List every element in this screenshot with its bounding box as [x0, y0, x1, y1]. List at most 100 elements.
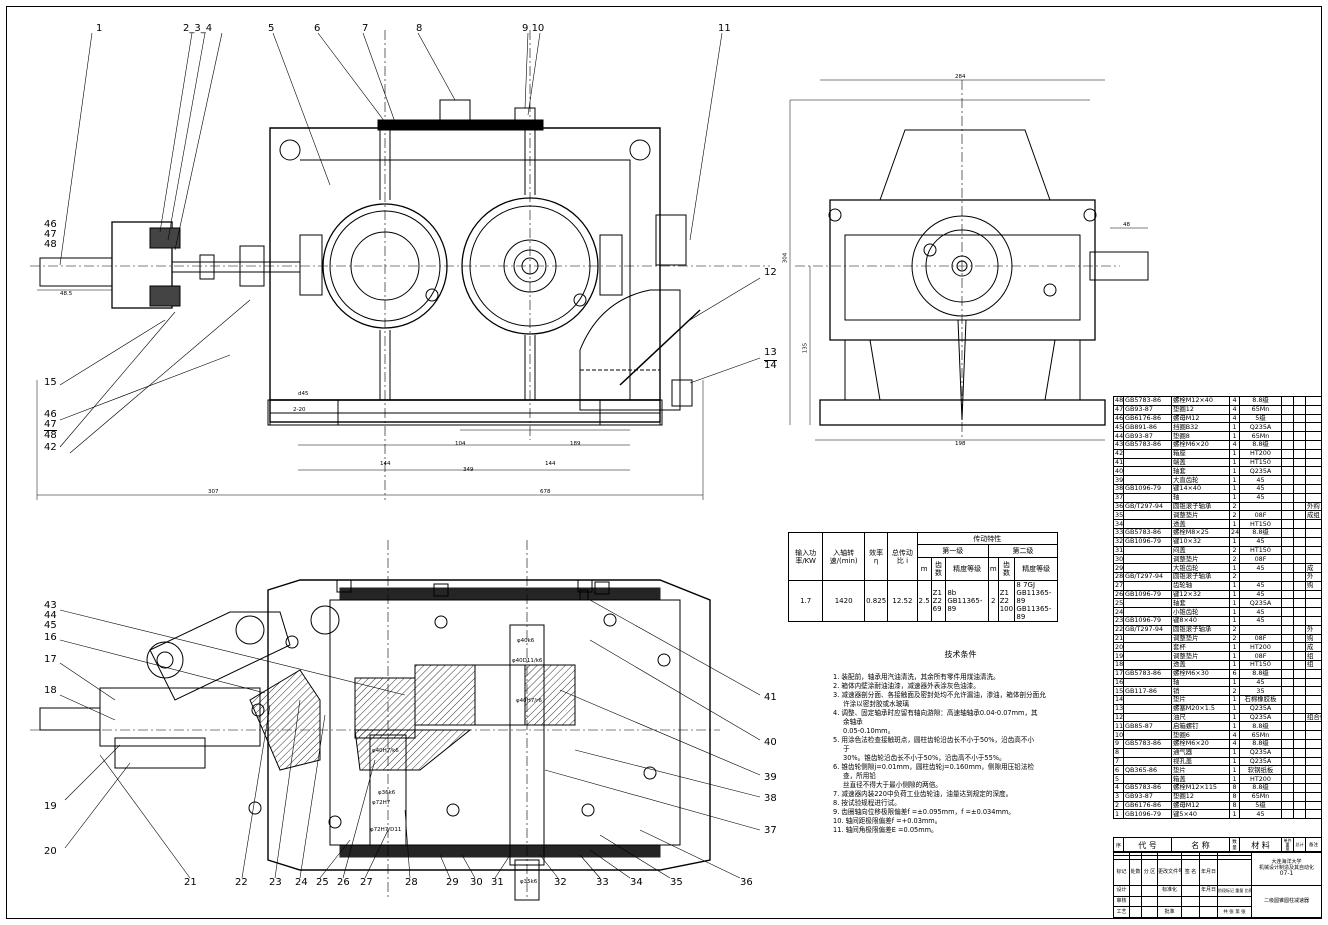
callout-3: 3 — [194, 23, 201, 34]
bom-material: 08F — [1239, 633, 1282, 644]
bom-qty: 4 — [1229, 396, 1240, 406]
tech-line: 0.05-0.10mm。 — [843, 727, 895, 735]
bom-no: 45 — [1113, 422, 1124, 433]
bom-name: 螺栓M8×25 — [1171, 527, 1230, 538]
bom-total — [1293, 448, 1306, 459]
bom-single — [1281, 651, 1294, 661]
callout-31: 31 — [491, 877, 504, 888]
bom-single — [1281, 642, 1294, 653]
bom-code: GB93-87 — [1123, 404, 1172, 415]
bom-single — [1281, 668, 1294, 679]
val-z2b: Z2 — [999, 597, 1009, 605]
bom-material: 45 — [1239, 492, 1282, 503]
val-z1n: 69 — [932, 605, 942, 613]
callout-14: 14 — [764, 360, 777, 371]
bom-no: 11 — [1113, 721, 1124, 732]
tb-cell — [1129, 884, 1142, 897]
bom-total — [1293, 492, 1306, 503]
bom-material: 8.8级 — [1239, 739, 1282, 749]
bom-single — [1281, 756, 1294, 767]
bom-single — [1281, 589, 1294, 600]
bom-single — [1281, 774, 1294, 785]
bom-single — [1281, 695, 1294, 705]
callout-34: 34 — [630, 877, 643, 888]
bom-code: GB1096-79 — [1123, 536, 1172, 547]
fit-40k6: φ40k6 — [517, 638, 535, 644]
bom-material: HT200 — [1239, 642, 1282, 653]
bom-h-single-label: 单件 — [1283, 838, 1292, 843]
dim-d45: d45 — [298, 391, 309, 397]
bom-material: 8.8级 — [1239, 527, 1282, 538]
bom-qty: 1 — [1229, 651, 1240, 661]
bom-no: 48 — [1113, 396, 1124, 406]
th-efficiency: 效率 η — [863, 532, 889, 581]
callout-4: 4 — [205, 23, 213, 34]
bom-material: 08F — [1239, 651, 1282, 661]
bom-single — [1281, 483, 1294, 494]
bom-code: GB6176-86 — [1123, 413, 1172, 424]
bom-name: 通气器 — [1171, 747, 1230, 758]
dim-198: 198 — [955, 441, 966, 447]
tech-lines: 1. 装配前，轴承用汽油清洗，其余所有零件用煤油清洗。2. 箱体内壁涂耐油油漆，… — [833, 673, 1078, 835]
bom-remark: 成 — [1305, 642, 1322, 653]
bom-code: GB1096-79 — [1123, 615, 1172, 626]
th-m1: m — [916, 556, 932, 582]
bom-remark — [1305, 527, 1322, 538]
bom-total — [1293, 466, 1306, 477]
bom-single — [1281, 730, 1294, 741]
bom-qty: 1 — [1229, 519, 1240, 529]
bom-code — [1123, 659, 1172, 670]
bom-qty: 4 — [1229, 413, 1240, 424]
callout-6: 6 — [314, 23, 321, 34]
tech-line: 4. 调整、固定轴承时应留有轴向游隙：高速轴轴承0.04-0.07mm，其 — [833, 709, 1038, 717]
bom-material: 45 — [1239, 536, 1282, 547]
bom-no: 12 — [1113, 712, 1124, 723]
tb-r1-3: 更改文件号 — [1157, 859, 1182, 886]
val-m1: 2.5 — [916, 580, 932, 622]
bom-name: 轴套 — [1171, 466, 1230, 477]
bom-no: 15 — [1113, 686, 1124, 697]
bom-qty: 8 — [1229, 783, 1240, 793]
bom-no: 47 — [1113, 404, 1124, 415]
bom-material: 8.8级 — [1239, 783, 1282, 793]
tech-line: 许涂以密封胶或水玻璃 — [843, 700, 909, 708]
callout-36: 36 — [740, 877, 753, 888]
bom-single — [1281, 607, 1294, 617]
bom-code: GB1096-79 — [1123, 809, 1172, 820]
bom-total — [1293, 624, 1306, 635]
bom-name: 调整垫片 — [1171, 633, 1230, 644]
bom-code — [1123, 448, 1172, 459]
bom-remark — [1305, 439, 1322, 450]
bom-remark: 购 — [1305, 580, 1322, 591]
bom-name: 键14×40 — [1171, 483, 1230, 494]
bom-single — [1281, 404, 1294, 415]
dim-2-20: 2-20 — [293, 407, 306, 413]
bom-remark — [1305, 431, 1322, 441]
bom-code — [1123, 774, 1172, 785]
bom-name: 透盖 — [1171, 519, 1230, 529]
bom-material: 45 — [1239, 677, 1282, 688]
val-z1b: Z2 — [932, 597, 942, 605]
callout-16: 16 — [44, 632, 57, 643]
bom-code — [1123, 580, 1172, 591]
bom-material: 45 — [1239, 483, 1282, 494]
bom-total — [1293, 800, 1306, 811]
tech-line: 5. 用涂色法检查接触斑点，圆柱齿轮沿齿长不小于50%，沿齿高不小 — [833, 736, 1035, 744]
callout-13: 13 — [764, 347, 777, 358]
bom-code — [1123, 651, 1172, 661]
tb-weight-label: 重量 — [1235, 888, 1244, 894]
bom-single — [1281, 633, 1294, 644]
bom-code: GB85-87 — [1123, 721, 1172, 732]
val-m2: 2 — [987, 580, 999, 622]
bom-total — [1293, 809, 1306, 820]
bom-name: 螺母M12 — [1171, 413, 1230, 424]
bom-code: GB1096-79 — [1123, 589, 1172, 600]
bom-material: 45 — [1239, 563, 1282, 573]
bom-no: 21 — [1113, 633, 1124, 644]
bom-total — [1293, 747, 1306, 758]
